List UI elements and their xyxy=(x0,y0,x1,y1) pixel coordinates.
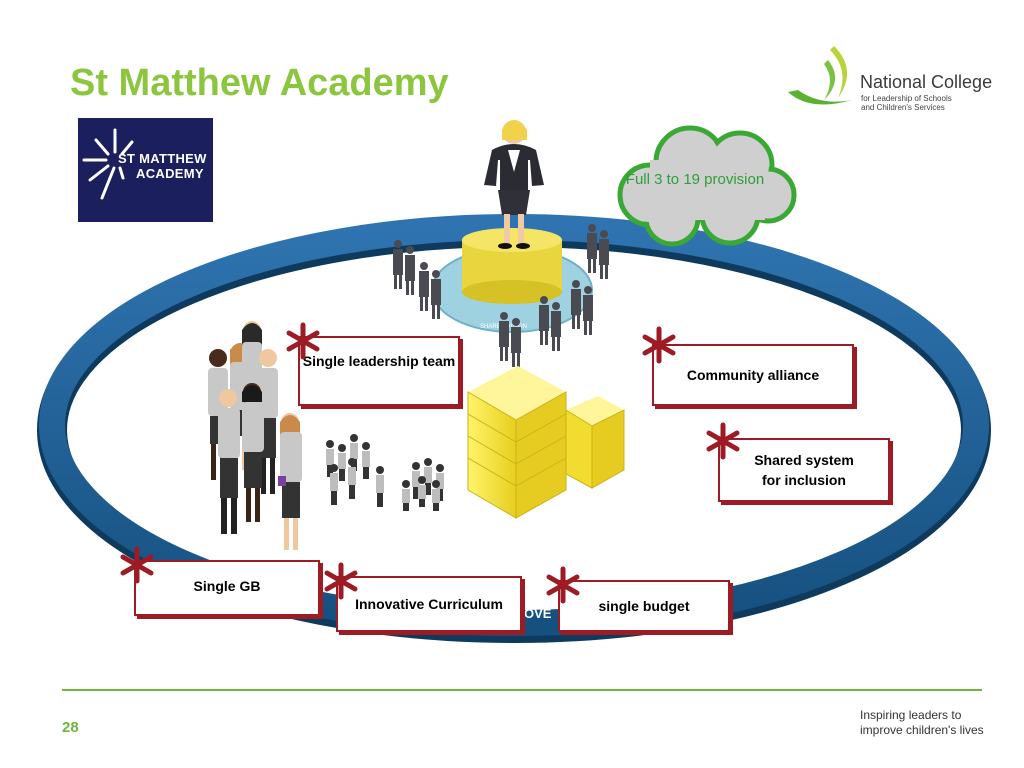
national-college-subtitle-2: and Children's Services xyxy=(861,103,945,112)
red-star-icon xyxy=(286,322,320,360)
feature-box-community-alliance: Community alliance xyxy=(652,344,854,406)
school-building-icon xyxy=(467,366,625,519)
feature-label: Single leadership team xyxy=(302,353,456,369)
national-college-logo: National College for Leadership of Schoo… xyxy=(780,40,993,115)
tagline-line1: Inspiring leaders to xyxy=(860,708,962,722)
page-number: 28 xyxy=(62,719,79,736)
feature-box-shared-system-inclusion: Shared system for inclusion xyxy=(718,438,890,502)
national-college-name: National College xyxy=(860,72,993,92)
school-logo-line1: ST MATTHEW xyxy=(118,151,207,166)
slide-title: St Matthew Academy xyxy=(70,62,449,104)
leader-figure-icon xyxy=(484,120,544,249)
feature-label: Innovative Curriculum xyxy=(355,596,503,612)
red-star-icon xyxy=(324,562,358,600)
red-star-icon xyxy=(706,422,740,460)
national-college-subtitle-1: for Leadership of Schools xyxy=(861,94,952,103)
feature-box-single-budget: single budget xyxy=(558,580,730,632)
staff-group-right-icon xyxy=(499,224,609,367)
school-logo: ST MATTHEW ACADEMY xyxy=(78,118,213,222)
tagline-line2: improve children's lives xyxy=(860,723,984,737)
students-group-icon xyxy=(208,321,302,550)
red-star-icon xyxy=(120,546,154,584)
footer-divider xyxy=(62,689,982,691)
ring-label: OVE xyxy=(524,606,552,621)
small-students-group-icon xyxy=(326,434,444,511)
staff-group-left-icon xyxy=(393,240,441,319)
feature-box-single-gb: Single GB xyxy=(134,560,320,616)
cloud-shape xyxy=(617,125,797,247)
feature-label: Shared system for inclusion xyxy=(754,452,854,488)
feature-label: single budget xyxy=(598,598,690,614)
feature-label: Single GB xyxy=(193,578,261,594)
feature-box-single-leadership-team: Single leadership team xyxy=(298,336,460,406)
feature-box-innovative-curriculum: Innovative Curriculum xyxy=(336,576,522,632)
cloud-label: Full 3 to 19 provision xyxy=(625,171,765,188)
feature-label: Community alliance xyxy=(686,367,820,383)
national-college-swoosh-icon xyxy=(788,46,852,105)
school-logo-line2: ACADEMY xyxy=(136,166,204,181)
starburst-icon xyxy=(82,128,134,200)
red-star-icon xyxy=(546,566,580,604)
red-star-icon xyxy=(642,326,676,364)
